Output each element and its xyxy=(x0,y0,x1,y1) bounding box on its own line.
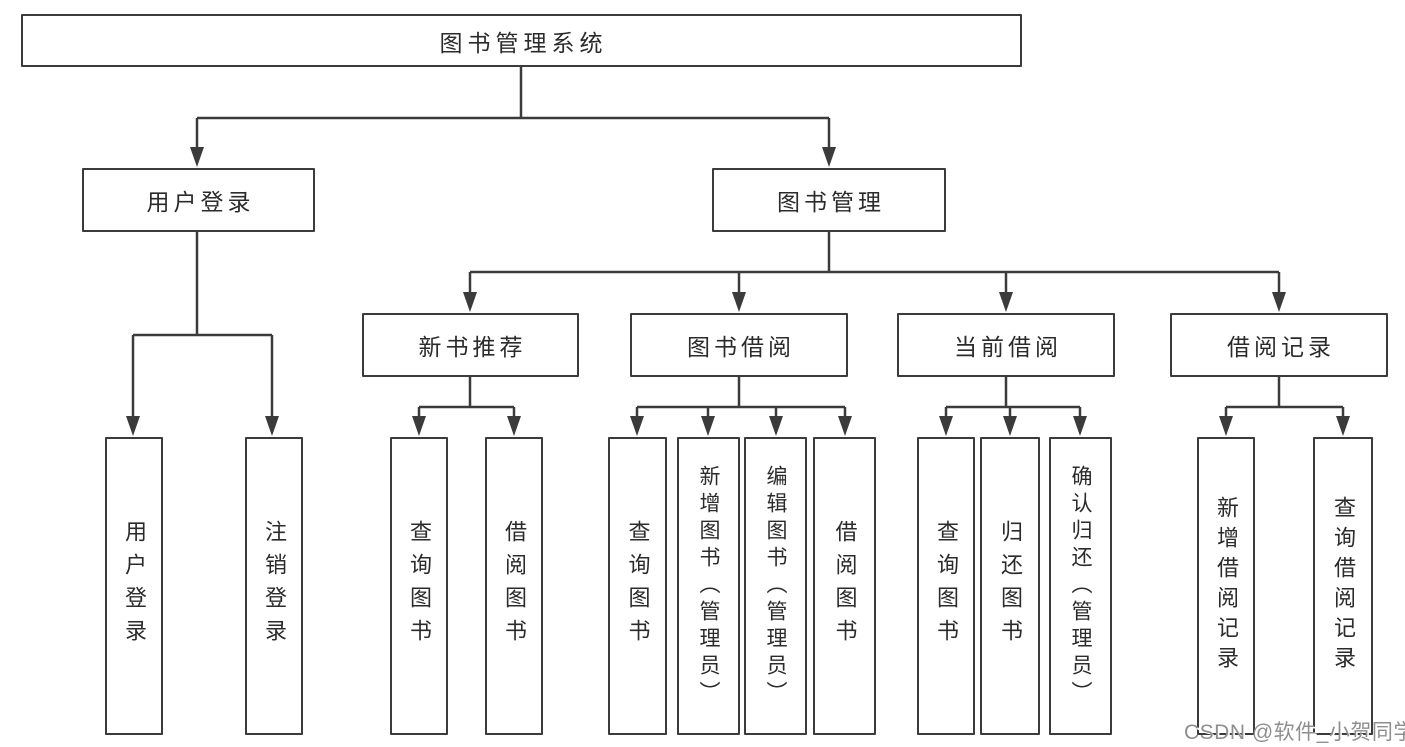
leaf-query-books-current: 查询图书 xyxy=(917,437,975,735)
leaf-user-login: 用户登录 xyxy=(105,437,163,735)
leaf-logout: 注销登录 xyxy=(245,437,303,735)
arrow-down-icon xyxy=(1219,416,1233,436)
arrow-down-icon xyxy=(507,416,521,436)
arrow-down-icon xyxy=(412,416,426,436)
arrow-down-icon xyxy=(701,416,715,436)
node-label: 注销登录 xyxy=(262,520,287,652)
arrow-down-icon xyxy=(939,416,953,436)
arrow-down-icon xyxy=(630,416,644,436)
node-label: 借阅图书 xyxy=(502,520,527,652)
leaf-confirm-return-admin: 确认归还（管理员） xyxy=(1049,437,1112,735)
node-label: 查询借阅记录 xyxy=(1331,496,1356,676)
arrow-down-icon xyxy=(1073,416,1087,436)
node-label: 新书推荐 xyxy=(418,334,527,360)
node-label: 编辑图书（管理员） xyxy=(764,464,787,708)
node-borrowing-records: 借阅记录 xyxy=(1170,313,1388,377)
node-label: 用户登录 xyxy=(146,189,255,215)
node-label: 查询图书 xyxy=(934,520,959,652)
arrow-down-icon xyxy=(126,416,140,436)
csdn-watermark: CSDN @软件_小贺同学 xyxy=(1184,721,1405,744)
node-label: 归还图书 xyxy=(998,520,1023,652)
node-label: 用户登录 xyxy=(122,520,147,652)
arrow-down-icon xyxy=(463,292,477,312)
arrow-down-icon xyxy=(265,416,279,436)
leaf-edit-books-admin: 编辑图书（管理员） xyxy=(744,437,807,735)
arrow-down-icon xyxy=(999,292,1013,312)
connector-book-borrow xyxy=(635,377,847,417)
node-new-book-recommend: 新书推荐 xyxy=(362,313,579,377)
leaf-borrow-books-recommend: 借阅图书 xyxy=(485,437,543,735)
leaf-add-books-admin: 新增图书（管理员） xyxy=(677,437,740,735)
connector-user-login xyxy=(131,232,274,417)
node-book-management: 图书管理 xyxy=(712,168,946,232)
leaf-query-borrow-record: 查询借阅记录 xyxy=(1313,437,1373,735)
arrow-down-icon xyxy=(1336,416,1350,436)
node-label: 图书管理 xyxy=(777,189,885,215)
node-book-borrowing: 图书借阅 xyxy=(630,313,848,377)
arrow-down-icon xyxy=(822,147,836,167)
arrow-down-icon xyxy=(1272,292,1286,312)
node-label: 新增图书（管理员） xyxy=(697,464,720,708)
leaf-borrow-books: 借阅图书 xyxy=(813,437,876,735)
node-label: 新增借阅记录 xyxy=(1214,496,1239,676)
node-root-system: 图书管理系统 xyxy=(21,14,1022,67)
node-label: 图书管理系统 xyxy=(439,29,608,56)
arrow-down-icon xyxy=(1003,416,1017,436)
arrow-down-icon xyxy=(732,292,746,312)
leaf-query-books-recommend: 查询图书 xyxy=(390,437,448,735)
node-current-borrowing: 当前借阅 xyxy=(897,313,1115,377)
connector-borrow-record xyxy=(1224,377,1345,417)
node-label: 当前借阅 xyxy=(954,334,1062,360)
node-label: 查询图书 xyxy=(625,520,651,652)
arrow-down-icon xyxy=(190,147,204,167)
connector-root xyxy=(195,67,831,148)
node-label: 借阅记录 xyxy=(1227,334,1335,360)
leaf-add-borrow-record: 新增借阅记录 xyxy=(1197,437,1255,735)
node-label: 图书借阅 xyxy=(687,334,795,360)
node-label: 查询图书 xyxy=(407,520,432,652)
arrow-down-icon xyxy=(838,416,852,436)
node-label: 借阅图书 xyxy=(832,520,858,652)
leaf-query-books-borrow: 查询图书 xyxy=(608,437,667,735)
connector-book-mgmt xyxy=(468,232,1281,293)
connector-new-book xyxy=(417,377,516,417)
node-label: 确认归还（管理员） xyxy=(1069,464,1092,708)
leaf-return-books: 归还图书 xyxy=(980,437,1040,735)
arrow-down-icon xyxy=(769,416,783,436)
node-user-login: 用户登录 xyxy=(82,168,315,232)
connector-current-borrow xyxy=(944,377,1082,417)
